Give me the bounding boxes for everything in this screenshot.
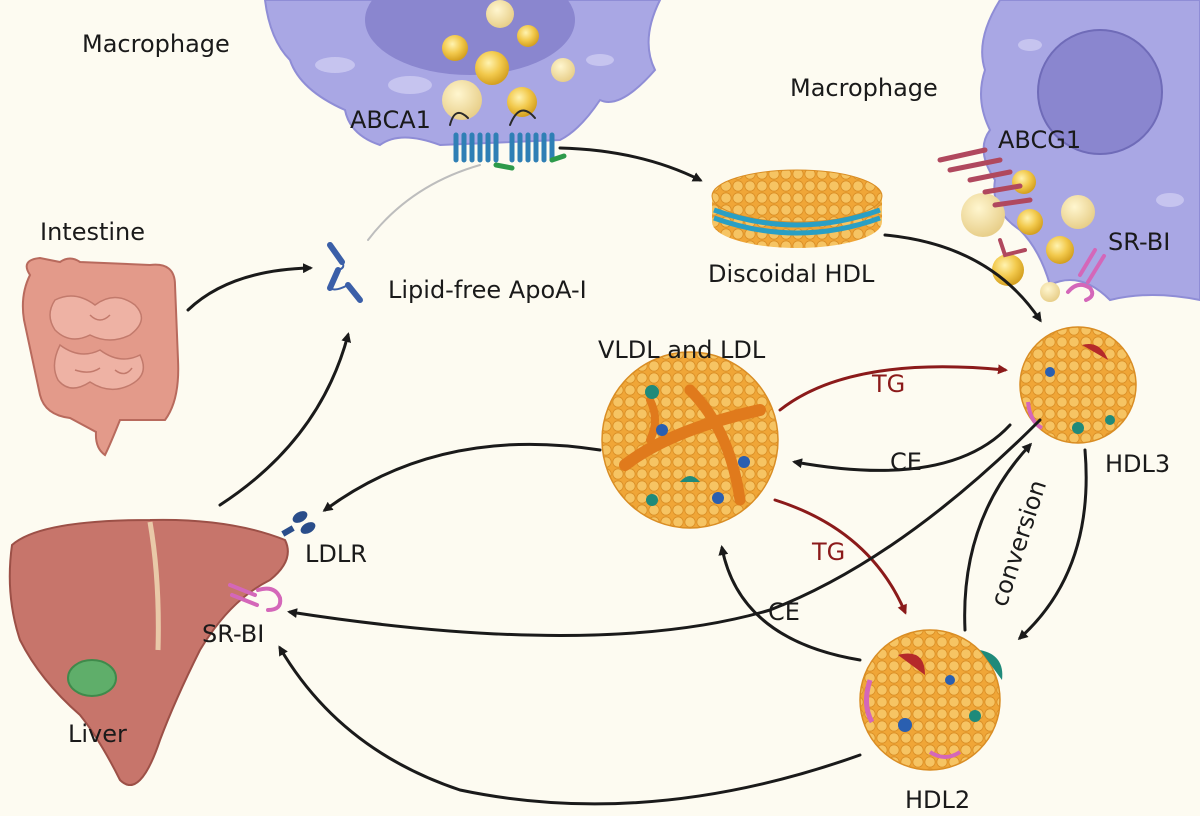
vldl-ldl-particle <box>601 351 779 529</box>
label-hdl3: HDL3 <box>1105 450 1170 478</box>
label-hdl2: HDL2 <box>905 786 970 814</box>
label-abca1: ABCA1 <box>350 106 431 134</box>
arrow-ce-hdl2-to-vldl <box>718 545 862 662</box>
arrow-abca1-to-discoidal <box>558 146 703 182</box>
arrow-discoidal-to-hdl3 <box>883 233 1042 323</box>
arrow-ce-hdl3-to-vldl <box>792 423 1012 472</box>
label-macrophage-left: Macrophage <box>82 30 230 58</box>
label-srbi-liver: SR-BI <box>202 620 264 648</box>
label-srbi-macrophage: SR-BI <box>1108 228 1170 256</box>
arrow-hdl2-to-srbi-liver <box>278 645 862 806</box>
apoa1-protein <box>327 242 363 303</box>
label-discoidal-hdl: Discoidal HDL <box>708 260 875 288</box>
ldlr-receptor <box>281 511 316 537</box>
label-tg-mid: TG <box>811 538 845 566</box>
srbi-receptor-macrophage <box>1066 248 1106 302</box>
arrow-vldl-to-ldlr <box>322 442 602 512</box>
label-ldlr: LDLR <box>305 540 367 568</box>
abca1-transporter <box>449 109 567 171</box>
liver-organ <box>8 518 289 786</box>
discoidal-hdl <box>711 169 883 248</box>
abcg1-transporter <box>937 147 1033 258</box>
label-abcg1: ABCG1 <box>998 126 1081 154</box>
label-intestine: Intestine <box>40 218 145 246</box>
srbi-receptor-liver <box>228 583 283 612</box>
label-macrophage-right: Macrophage <box>790 74 938 102</box>
arrow-tg-to-hdl3 <box>778 364 1008 412</box>
arrow-liver-to-apoa1 <box>218 332 352 507</box>
macrophage-left <box>263 0 662 147</box>
label-liver: Liver <box>68 720 127 748</box>
hdl3-particle <box>1019 326 1137 444</box>
arrow-hdl3-to-srbi-liver <box>287 418 1042 637</box>
arrow-hdl2-to-hdl3 <box>963 442 1033 632</box>
label-vldl-ldl: VLDL and LDL <box>598 336 766 364</box>
label-ce-top: CE <box>890 448 922 476</box>
label-tg-top: TG <box>871 370 905 398</box>
label-ce-bottom: CE <box>768 598 800 626</box>
arrows <box>186 146 1088 806</box>
arrow-tg-to-hdl2 <box>773 498 907 615</box>
label-apoa1: Lipid-free ApoA-I <box>388 276 587 304</box>
hdl2-particle <box>859 629 1003 771</box>
intestine-organ <box>21 256 180 457</box>
arrow-hdl3-to-hdl2 <box>1017 448 1088 641</box>
label-conversion: conversion <box>985 477 1052 610</box>
macrophage-right <box>961 0 1200 302</box>
arrow-apoa1-to-abca1 <box>367 164 481 241</box>
arrow-intestine-to-apoa1 <box>186 263 313 312</box>
